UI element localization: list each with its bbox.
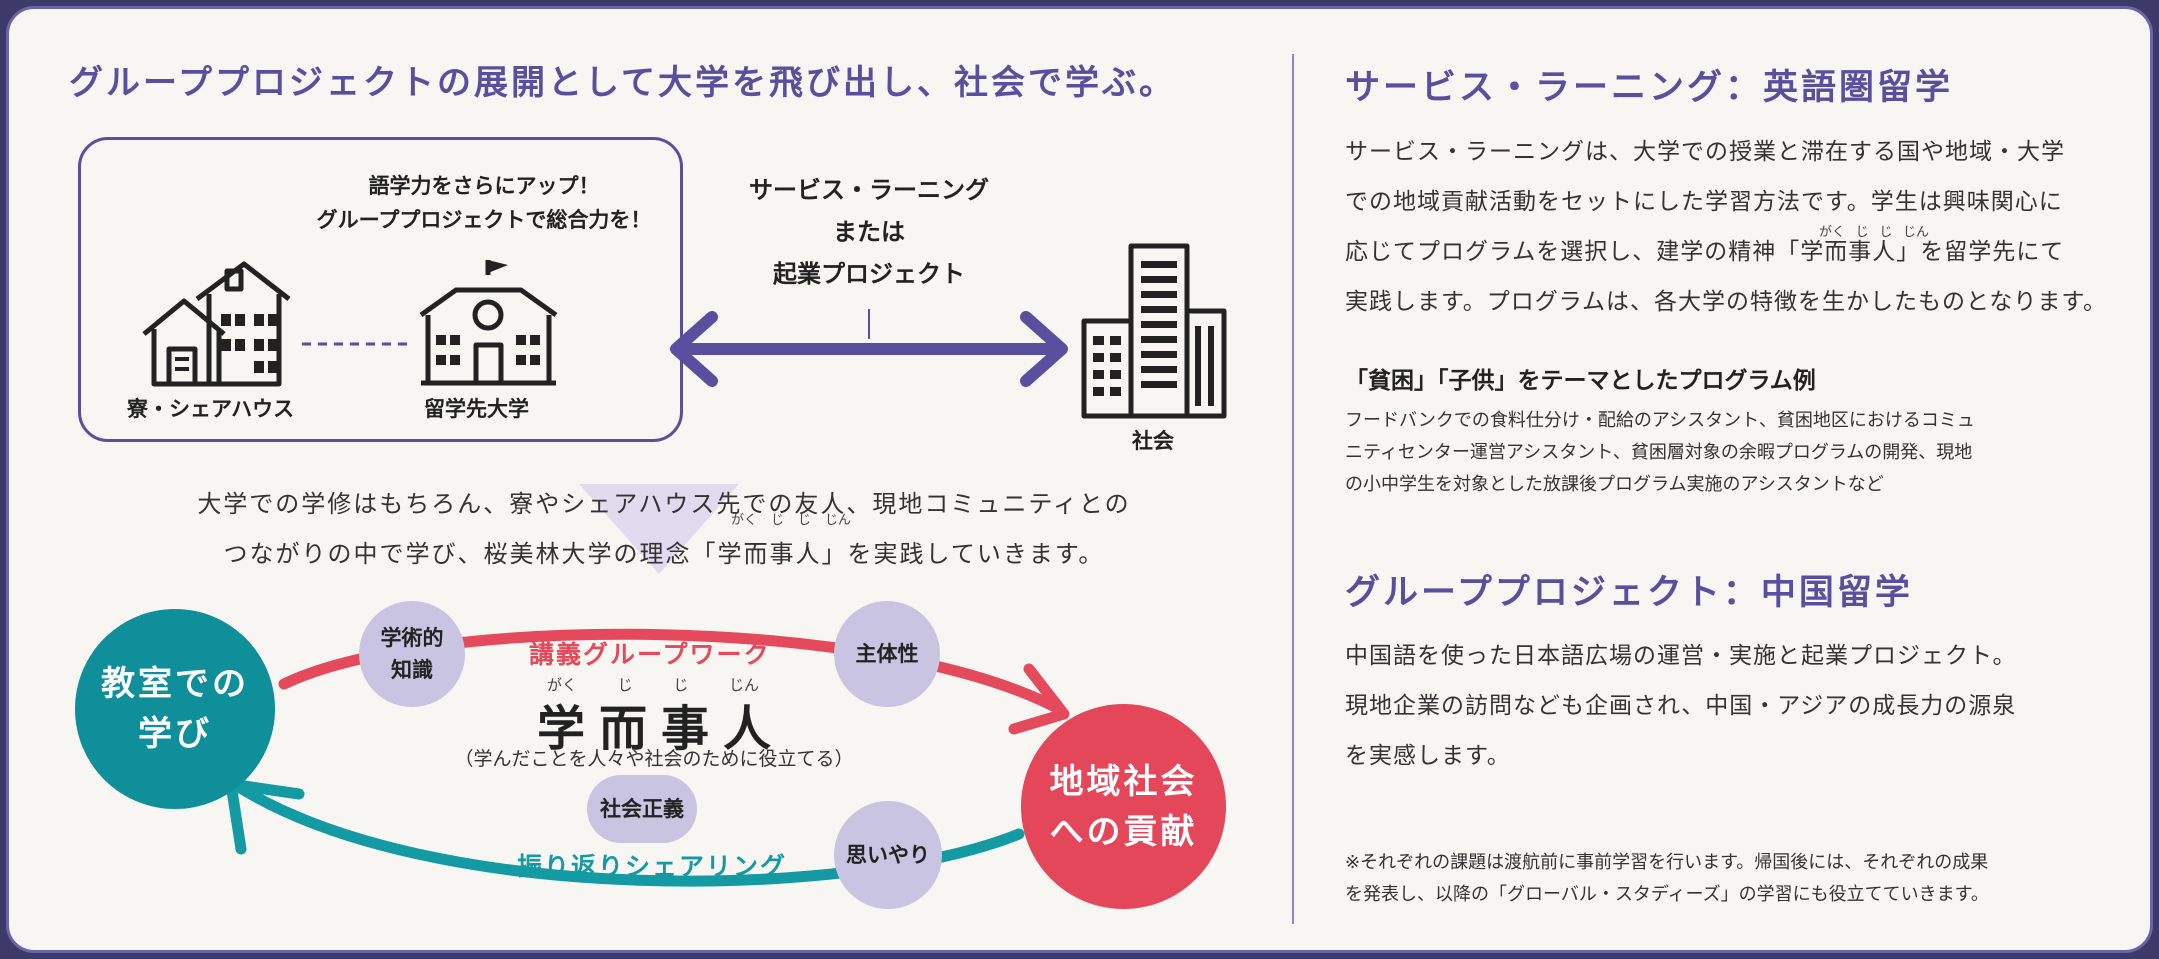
section1-ruby-4: じん bbox=[1902, 225, 1929, 240]
lecture-label: 講義 bbox=[529, 640, 584, 669]
section1-body: サービス・ラーニングは、大学での授業と滞在する国や地域・大学 での地域貢献活動を… bbox=[1345, 127, 2107, 327]
description-line1: 大学での学修はもちろん、寮やシェアハウス先での友人、現地コミュニティとの bbox=[197, 490, 1131, 518]
arrow-label-line3: 起業プロジェクト bbox=[773, 260, 965, 288]
description-ruby: がく じ じ じん bbox=[731, 509, 851, 528]
info-card: グループプロジェクトの展開として大学を飛び出し、社会で学ぶ。 語学力をさらにアッ… bbox=[6, 6, 2153, 953]
university-label: 留学先大学 bbox=[424, 397, 529, 421]
example-body: フードバンクでの食料仕分け・配給のアシスタント、貧困地区におけるコミュ ニティセ… bbox=[1345, 405, 1975, 501]
arrow-label-line1: サービス・ラーニング bbox=[749, 176, 989, 204]
section1-ruby-1: がく bbox=[1819, 225, 1846, 240]
academic-line2: 知識 bbox=[391, 658, 433, 682]
description-ruby-2: じ bbox=[770, 513, 784, 528]
arrow-label: サービス・ラーニング または 起業プロジェクト bbox=[709, 169, 1029, 295]
description-line2: つながりの中で学び、桜美林大学の理念「学而事人」を実践していきます。 bbox=[69, 529, 1259, 579]
academic-line1: 学術的 bbox=[380, 626, 444, 650]
section1-ruby-2: じ bbox=[1855, 225, 1869, 240]
description-ruby-3: じ bbox=[797, 513, 811, 528]
section1-ruby: がく じ じ じん bbox=[1819, 221, 1929, 240]
academic-knowledge-circle: 学術的 知識 bbox=[359, 601, 465, 707]
description-key-term: 学而事人 bbox=[717, 540, 822, 568]
school-icon bbox=[419, 260, 558, 386]
lecture-groupwork-label: 講義グループワーク bbox=[529, 635, 771, 671]
classroom-line1: 教室での bbox=[101, 664, 249, 704]
classroom-learning-circle: 教室での 学び bbox=[75, 609, 275, 809]
social-justice-circle: 社会正義 bbox=[587, 775, 697, 843]
left-title: グループプロジェクトの展開として大学を飛び出し、社会で学ぶ。 bbox=[69, 63, 1176, 103]
classroom-line2: 学び bbox=[138, 714, 212, 754]
box-caption-line1: 語学力をさらにアップ！ bbox=[368, 174, 600, 198]
footnote: ※それぞれの課題は渡航前に事前学習を行います。帰国後には、それぞれの成果 を発表… bbox=[1345, 847, 1989, 911]
description-line2-pre: つながりの中で学び、桜美林大学の理念「 bbox=[223, 540, 718, 568]
description-ruby-1: がく bbox=[731, 513, 758, 528]
section1-title: サービス・ラーニング：英語圏留学 bbox=[1345, 68, 1954, 108]
section1-ruby-3: じ bbox=[1879, 225, 1893, 240]
city-buildings-icon bbox=[1081, 243, 1227, 419]
community-line2: への貢献 bbox=[1049, 811, 1198, 852]
motto-ruby-2: じ bbox=[617, 676, 633, 694]
example-line2: ニティセンター運営アシスタント、貧困層対象の余暇プログラムの開発、現地 bbox=[1345, 442, 1973, 463]
box-caption-line2: グループプロジェクトで総合力を！ bbox=[316, 208, 652, 232]
campus-box bbox=[78, 137, 683, 442]
arrow-label-line2: または bbox=[833, 218, 905, 246]
section2-title: グループプロジェクト：中国留学 bbox=[1345, 573, 1913, 613]
section1-line4: 実践します。プログラムは、各大学の特徴を生かしたものとなります。 bbox=[1345, 289, 2108, 315]
example-line3: の小中学生を対象とした放課後プログラム実施のアシスタントなど bbox=[1345, 474, 1884, 495]
groupwork-label: グループワーク bbox=[583, 640, 771, 669]
double-arrow bbox=[670, 309, 1068, 387]
section2-line1: 中国語を使った日本語広場の運営・実施と起業プロジェクト。 bbox=[1345, 643, 2017, 669]
dashed-connector bbox=[302, 342, 412, 346]
autonomy-circle: 主体性 bbox=[834, 601, 940, 707]
section2-line2: 現地企業の訪問なども企画され、中国・アジアの成長力の源泉 bbox=[1345, 693, 2017, 719]
example-line1: フードバンクでの食料仕分け・配給のアシスタント、貧困地区におけるコミュ bbox=[1345, 410, 1975, 431]
motto-text: 学而事人 bbox=[537, 701, 786, 757]
column-divider bbox=[1292, 54, 1294, 924]
down-triangle bbox=[579, 484, 739, 574]
footnote-line2: を発表し、以降の「グローバル・スタディーズ」の学習にも役立てていきます。 bbox=[1345, 884, 1989, 905]
section2-body: 中国語を使った日本語広場の運営・実施と起業プロジェクト。 現地企業の訪問なども企… bbox=[1345, 631, 2017, 781]
community-line1: 地域社会 bbox=[1049, 761, 1198, 802]
dorm-label: 寮・シェアハウス bbox=[127, 397, 295, 421]
house-icon bbox=[142, 261, 291, 387]
motto-ruby-4: じん bbox=[728, 676, 759, 694]
description-line2-post: 」を実践していきます。 bbox=[821, 540, 1105, 568]
compassion-circle: 思いやり bbox=[834, 801, 942, 909]
example-title: 「貧困」「子供」をテーマとしたプログラム例 bbox=[1345, 368, 1816, 394]
motto-ruby-1: がく bbox=[547, 676, 578, 694]
reflection-sharing-label: 振り返りシェアリング bbox=[517, 852, 788, 881]
motto-ruby-3: じ bbox=[673, 676, 689, 694]
left-description: 大学での学修はもちろん、寮やシェアハウス先での友人、現地コミュニティとの つなが… bbox=[69, 479, 1259, 579]
community-contribution-circle: 地域社会 への貢献 bbox=[1021, 704, 1226, 909]
section2-line3: を実感します。 bbox=[1345, 743, 1511, 769]
motto-subtitle: （学んだことを人々や社会のために役立てる） bbox=[454, 748, 854, 770]
section1-line1: サービス・ラーニングは、大学での授業と滞在する国や地域・大学 bbox=[1345, 139, 2065, 165]
footnote-line1: ※それぞれの課題は渡航前に事前学習を行います。帰国後には、それぞれの成果 bbox=[1345, 852, 1989, 873]
society-label: 社会 bbox=[1132, 429, 1174, 453]
motto-ruby: がく じ じ じん bbox=[547, 674, 759, 695]
section1-line2: での地域貢献活動をセットにした学習方法です。学生は興味関心に bbox=[1345, 189, 2063, 215]
section1-line3: 応じてプログラムを選択し、建学の精神「学而事人」を留学先にて bbox=[1345, 239, 2065, 265]
box-caption: 語学力をさらにアップ！ グループプロジェクトで総合力を！ bbox=[249, 169, 719, 237]
description-ruby-4: じん bbox=[824, 513, 851, 528]
